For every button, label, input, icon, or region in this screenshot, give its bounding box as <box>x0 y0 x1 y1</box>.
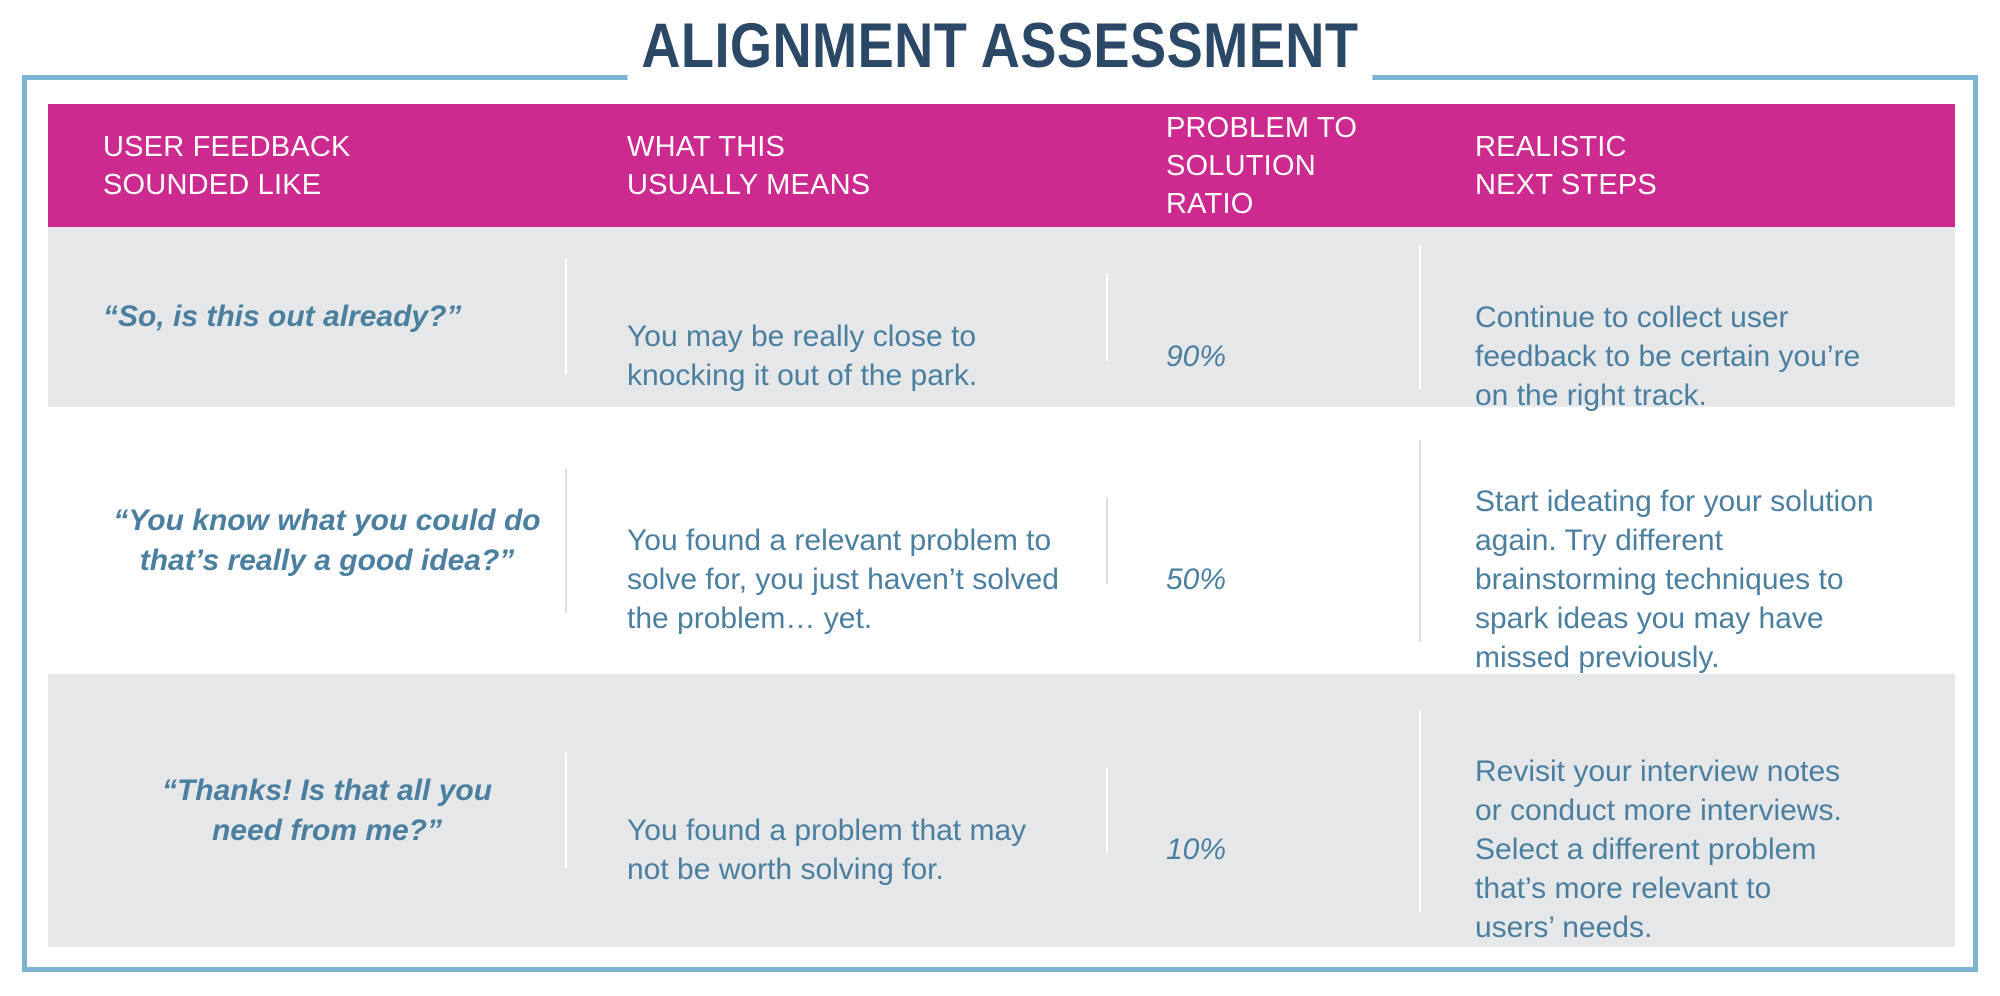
column-divider <box>565 259 567 375</box>
cell-ratio-value: 90% <box>1166 339 1227 373</box>
cell-ratio-value: 50% <box>1166 563 1227 596</box>
column-divider <box>1419 439 1421 642</box>
cell-usually-means: You found a relevant problem to solve fo… <box>565 443 1106 638</box>
cell-problem-solution-ratio: 90% <box>1106 259 1419 376</box>
cell-next-steps-text: Start ideating for your solution again. … <box>1475 485 1874 674</box>
column-divider <box>565 468 567 613</box>
column-header-usually-means: WHAT THIS USUALLY MEANS <box>627 130 871 201</box>
cell-user-feedback: “You know what you could do that’s reall… <box>113 503 541 577</box>
table-row: “Thanks! Is that all you need from me?” … <box>48 674 1955 947</box>
cell-user-feedback: “Thanks! Is that all you need from me?” <box>161 773 493 847</box>
column-divider <box>1419 709 1421 912</box>
cell-usually-means-text: You found a problem that may not be wort… <box>627 813 1027 886</box>
cell-usually-means: You may be really close to knocking it o… <box>565 239 1106 395</box>
cell-next-steps: Revisit your interview notes or conduct … <box>1419 674 1955 947</box>
cell-next-steps: Continue to collect user feedback to be … <box>1419 220 1955 415</box>
page-title-container: ALIGNMENT ASSESSMENT <box>0 8 2000 84</box>
column-divider <box>1106 497 1108 584</box>
cell-next-steps: Start ideating for your solution again. … <box>1419 404 1955 677</box>
column-header-problem-solution-ratio: PROBLEM TO SOLUTION RATIO <box>1166 111 1358 220</box>
cell-ratio-value: 10% <box>1166 833 1227 866</box>
cell-usually-means-text: You may be really close to knocking it o… <box>627 320 978 392</box>
cell-problem-solution-ratio: 10% <box>1106 752 1419 869</box>
column-divider <box>1106 767 1108 854</box>
table-row: “So, is this out already?” You may be re… <box>48 227 1955 412</box>
alignment-assessment-table: USER FEEDBACK SOUNDED LIKE WHAT THIS USU… <box>48 104 1955 947</box>
column-header-next-steps: REALISTIC NEXT STEPS <box>1475 130 1657 201</box>
page-title: ALIGNMENT ASSESSMENT <box>627 8 1373 84</box>
column-header-user-feedback: USER FEEDBACK SOUNDED LIKE <box>103 130 351 201</box>
cell-user-feedback: “So, is this out already?” <box>103 300 462 333</box>
cell-usually-means: You found a problem that may not be wort… <box>565 733 1106 889</box>
column-divider <box>1419 244 1421 390</box>
column-divider <box>1106 273 1108 361</box>
cell-next-steps-text: Revisit your interview notes or conduct … <box>1475 755 1842 944</box>
column-divider <box>565 752 567 869</box>
cell-next-steps-text: Continue to collect user feedback to be … <box>1475 300 1861 412</box>
cell-usually-means-text: You found a relevant problem to solve fo… <box>627 524 1059 635</box>
table-header-row: USER FEEDBACK SOUNDED LIKE WHAT THIS USU… <box>48 104 1955 227</box>
table-row: “You know what you could do that’s reall… <box>48 407 1955 674</box>
cell-problem-solution-ratio: 50% <box>1106 482 1419 599</box>
